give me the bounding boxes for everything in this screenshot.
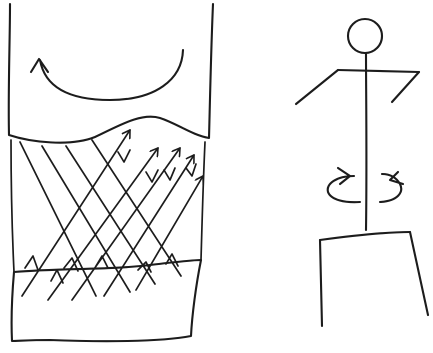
stick-figure-icon (296, 19, 428, 326)
upper-block (9, 4, 213, 143)
fiber-arrowheads-down (118, 150, 196, 182)
upper-rotation-arrow-icon (31, 50, 183, 100)
head (348, 19, 382, 53)
right-arm (392, 72, 419, 102)
fiber-lines-down (20, 140, 181, 296)
right-leg (410, 232, 428, 315)
hips (320, 232, 410, 240)
left-arm (296, 70, 338, 104)
lower-block (12, 260, 201, 341)
shoulders (338, 70, 419, 72)
fiber-lines-up (22, 130, 203, 300)
fiber-region-outline (11, 140, 205, 272)
left-leg (320, 240, 322, 326)
